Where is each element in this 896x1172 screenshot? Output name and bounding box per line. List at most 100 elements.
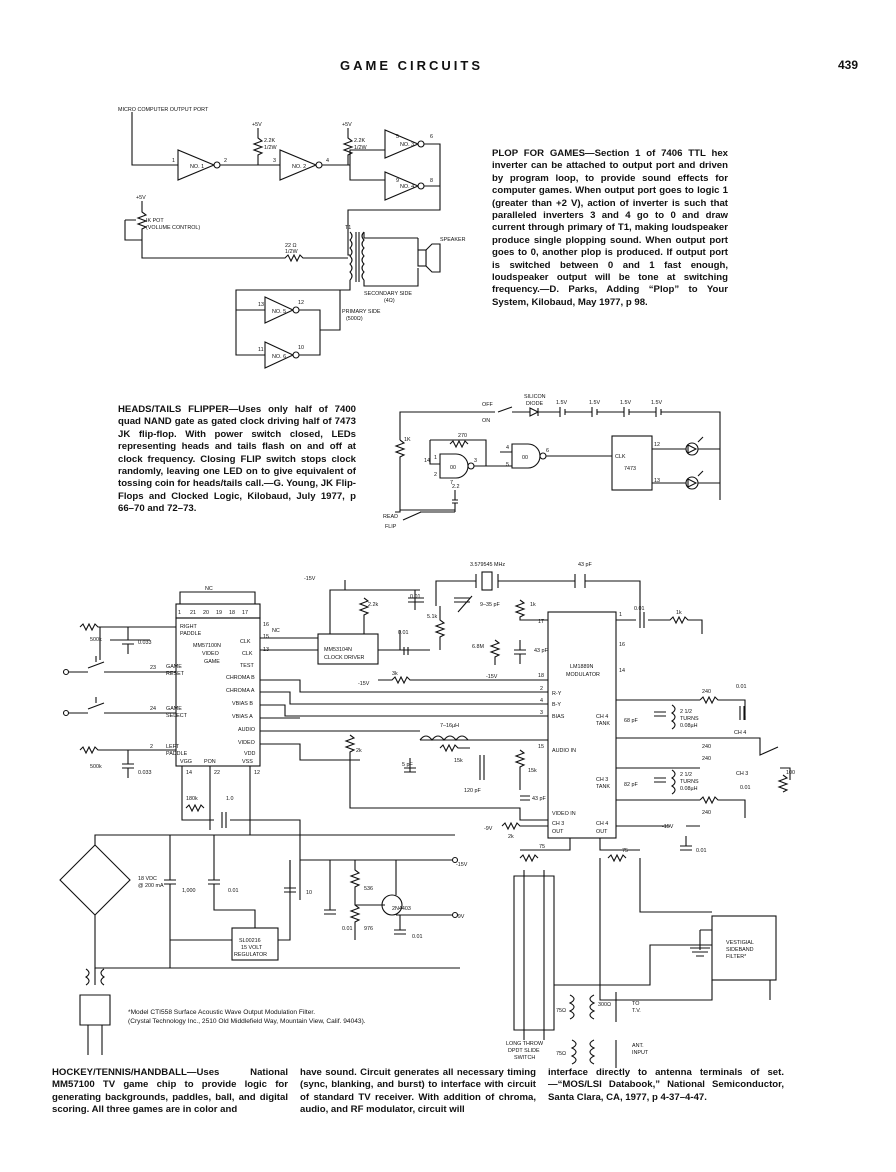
svg-text:75Ω: 75Ω bbox=[556, 1008, 566, 1014]
svg-text:0.033: 0.033 bbox=[138, 770, 152, 776]
svg-text:-9V: -9V bbox=[456, 914, 465, 920]
inverter-4 bbox=[384, 171, 420, 201]
svg-text:TO: TO bbox=[632, 1001, 639, 1007]
svg-text:7: 7 bbox=[450, 480, 453, 486]
svg-text:10: 10 bbox=[298, 345, 304, 351]
svg-text:18: 18 bbox=[538, 673, 544, 679]
svg-text:3: 3 bbox=[273, 158, 276, 164]
svg-text:13: 13 bbox=[258, 302, 264, 308]
svg-text:12: 12 bbox=[254, 770, 260, 776]
svg-text:GAME: GAME bbox=[166, 706, 182, 712]
svg-text:T.V.: T.V. bbox=[632, 1008, 641, 1014]
svg-text:CH 4: CH 4 bbox=[734, 730, 746, 736]
regulator-sl00216 bbox=[231, 927, 279, 961]
svg-text:(4Ω): (4Ω) bbox=[384, 298, 395, 304]
inverter-3 bbox=[384, 129, 420, 159]
svg-text:READ: READ bbox=[383, 514, 398, 520]
svg-text:VIDEO IN: VIDEO IN bbox=[552, 811, 576, 817]
svg-text:NC: NC bbox=[205, 586, 213, 592]
svg-text:5 pF: 5 pF bbox=[402, 762, 413, 768]
svg-text:15k: 15k bbox=[454, 758, 463, 764]
svg-text:DPDT SLIDE: DPDT SLIDE bbox=[508, 1048, 540, 1054]
svg-text:0.01: 0.01 bbox=[634, 606, 645, 612]
svg-text:18: 18 bbox=[229, 610, 235, 616]
svg-text:180k: 180k bbox=[186, 796, 198, 802]
svg-text:-15V: -15V bbox=[304, 576, 316, 582]
svg-text:240: 240 bbox=[702, 744, 711, 750]
svg-text:8: 8 bbox=[430, 178, 433, 184]
svg-text:500k: 500k bbox=[90, 764, 102, 770]
svg-text:00: 00 bbox=[450, 465, 456, 471]
svg-text:2: 2 bbox=[434, 472, 437, 478]
svg-text:2 1/2: 2 1/2 bbox=[680, 772, 692, 778]
svg-text:18 VDC: 18 VDC bbox=[138, 876, 157, 882]
svg-text:NO. 1: NO. 1 bbox=[190, 164, 204, 170]
svg-text:NO. 3: NO. 3 bbox=[400, 142, 414, 148]
svg-text:2: 2 bbox=[150, 744, 153, 750]
svg-text:6: 6 bbox=[430, 134, 433, 140]
svg-text:1.5V: 1.5V bbox=[556, 400, 567, 406]
svg-text:T1: T1 bbox=[345, 225, 351, 231]
svg-text:75: 75 bbox=[539, 844, 545, 850]
svg-text:VGG: VGG bbox=[180, 759, 192, 765]
dpdt-switch bbox=[513, 870, 555, 1040]
svg-text:21: 21 bbox=[190, 610, 196, 616]
svg-text:TEST: TEST bbox=[240, 663, 254, 669]
svg-text:22 Ω: 22 Ω bbox=[285, 243, 297, 249]
svg-text:6.8M: 6.8M bbox=[472, 644, 484, 650]
svg-text:1.0: 1.0 bbox=[226, 796, 234, 802]
svg-text:NO. 2: NO. 2 bbox=[292, 164, 306, 170]
svg-text:5: 5 bbox=[396, 134, 399, 140]
svg-text:SL00216: SL00216 bbox=[239, 938, 261, 944]
svg-text:OFF: OFF bbox=[482, 402, 493, 408]
svg-text:1K: 1K bbox=[404, 437, 411, 443]
svg-text:CLK: CLK bbox=[242, 651, 253, 657]
flip-flop-7473 bbox=[611, 435, 653, 491]
svg-text:VDD: VDD bbox=[244, 751, 255, 757]
svg-text:0.01: 0.01 bbox=[736, 684, 747, 690]
svg-text:1/2W: 1/2W bbox=[264, 145, 277, 151]
svg-text:DIODE: DIODE bbox=[526, 401, 543, 407]
svg-text:0.01: 0.01 bbox=[412, 934, 423, 940]
svg-text:15: 15 bbox=[263, 634, 269, 640]
svg-text:6: 6 bbox=[546, 448, 549, 454]
svg-text:240: 240 bbox=[702, 689, 711, 695]
svg-text:22: 22 bbox=[214, 770, 220, 776]
svg-text:GAME: GAME bbox=[204, 659, 220, 665]
svg-text:B-Y: B-Y bbox=[552, 702, 561, 708]
svg-text:TURNS: TURNS bbox=[680, 779, 699, 785]
svg-text:0.01: 0.01 bbox=[410, 594, 421, 600]
svg-text:16: 16 bbox=[619, 642, 625, 648]
svg-text:ON: ON bbox=[482, 418, 490, 424]
svg-text:15k: 15k bbox=[528, 768, 537, 774]
svg-text:82 pF: 82 pF bbox=[624, 782, 638, 788]
svg-text:LM1889N: LM1889N bbox=[570, 664, 593, 670]
svg-text:-15V: -15V bbox=[486, 674, 498, 680]
svg-text:43 pF: 43 pF bbox=[534, 648, 548, 654]
svg-text:10: 10 bbox=[306, 890, 312, 896]
svg-text:2k: 2k bbox=[508, 834, 514, 840]
svg-text:BIAS: BIAS bbox=[552, 714, 565, 720]
svg-text:VIDEO: VIDEO bbox=[238, 740, 255, 746]
svg-text:0.01: 0.01 bbox=[696, 848, 707, 854]
inverter-6 bbox=[264, 341, 295, 369]
svg-text:CH 3: CH 3 bbox=[596, 777, 608, 783]
svg-text:12: 12 bbox=[654, 442, 660, 448]
svg-text:536: 536 bbox=[364, 886, 373, 892]
svg-text:1: 1 bbox=[178, 610, 181, 616]
svg-text:CLK: CLK bbox=[615, 454, 626, 460]
svg-text:VBIAS A: VBIAS A bbox=[232, 714, 253, 720]
svg-text:4: 4 bbox=[326, 158, 329, 164]
svg-text:100: 100 bbox=[786, 770, 795, 776]
svg-text:CH 4: CH 4 bbox=[596, 714, 608, 720]
svg-text:VBIAS B: VBIAS B bbox=[232, 701, 253, 707]
svg-text:GAME: GAME bbox=[166, 664, 182, 670]
svg-text:PADDLE: PADDLE bbox=[166, 751, 188, 757]
bridge-rectifier bbox=[59, 844, 131, 916]
svg-text:NO. 5: NO. 5 bbox=[272, 309, 286, 315]
svg-text:-15V: -15V bbox=[662, 824, 674, 830]
svg-text:+5V: +5V bbox=[252, 122, 262, 128]
hockey-caption-col2: have sound. Circuit generates all necess… bbox=[300, 1067, 536, 1116]
svg-text:15: 15 bbox=[538, 744, 544, 750]
